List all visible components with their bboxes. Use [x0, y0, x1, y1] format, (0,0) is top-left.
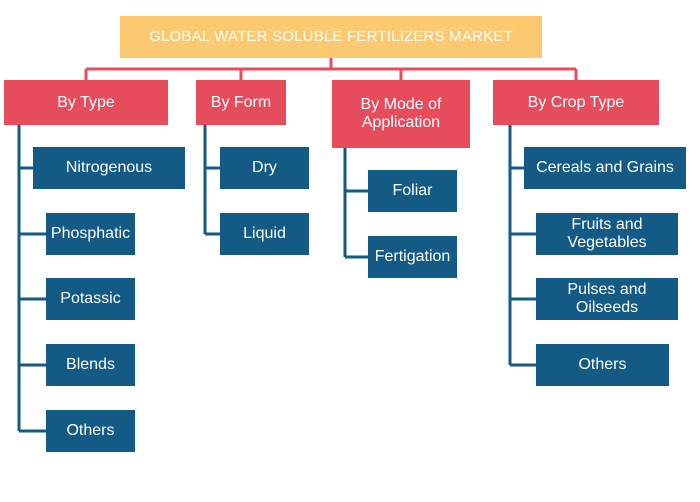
leaf-crop-others: Others [536, 344, 669, 386]
leaf-foliar: Foliar [368, 170, 457, 212]
leaf-fruits-and-vegetables: Fruits and Vegetables [536, 213, 678, 255]
leaf-potassic: Potassic [46, 278, 135, 320]
leaf-type-others: Others [46, 410, 135, 452]
category-by-crop-type: By Crop Type [493, 80, 659, 125]
leaf-cereals-and-grains: Cereals and Grains [524, 147, 686, 189]
category-by-form: By Form [196, 80, 286, 125]
root-title: GLOBAL WATER SOLUBLE FERTILIZERS MARKET [120, 16, 542, 58]
leaf-pulses-and-oilseeds: Pulses and Oilseeds [536, 278, 678, 320]
leaf-nitrogenous: Nitrogenous [33, 147, 185, 189]
leaf-blends: Blends [46, 344, 135, 386]
leaf-dry: Dry [220, 147, 309, 189]
category-by-type: By Type [4, 80, 168, 125]
leaf-phosphatic: Phosphatic [46, 213, 135, 255]
leaf-fertigation: Fertigation [368, 236, 457, 278]
leaf-liquid: Liquid [220, 213, 309, 255]
category-by-mode-of-application: By Mode of Application [332, 80, 470, 148]
